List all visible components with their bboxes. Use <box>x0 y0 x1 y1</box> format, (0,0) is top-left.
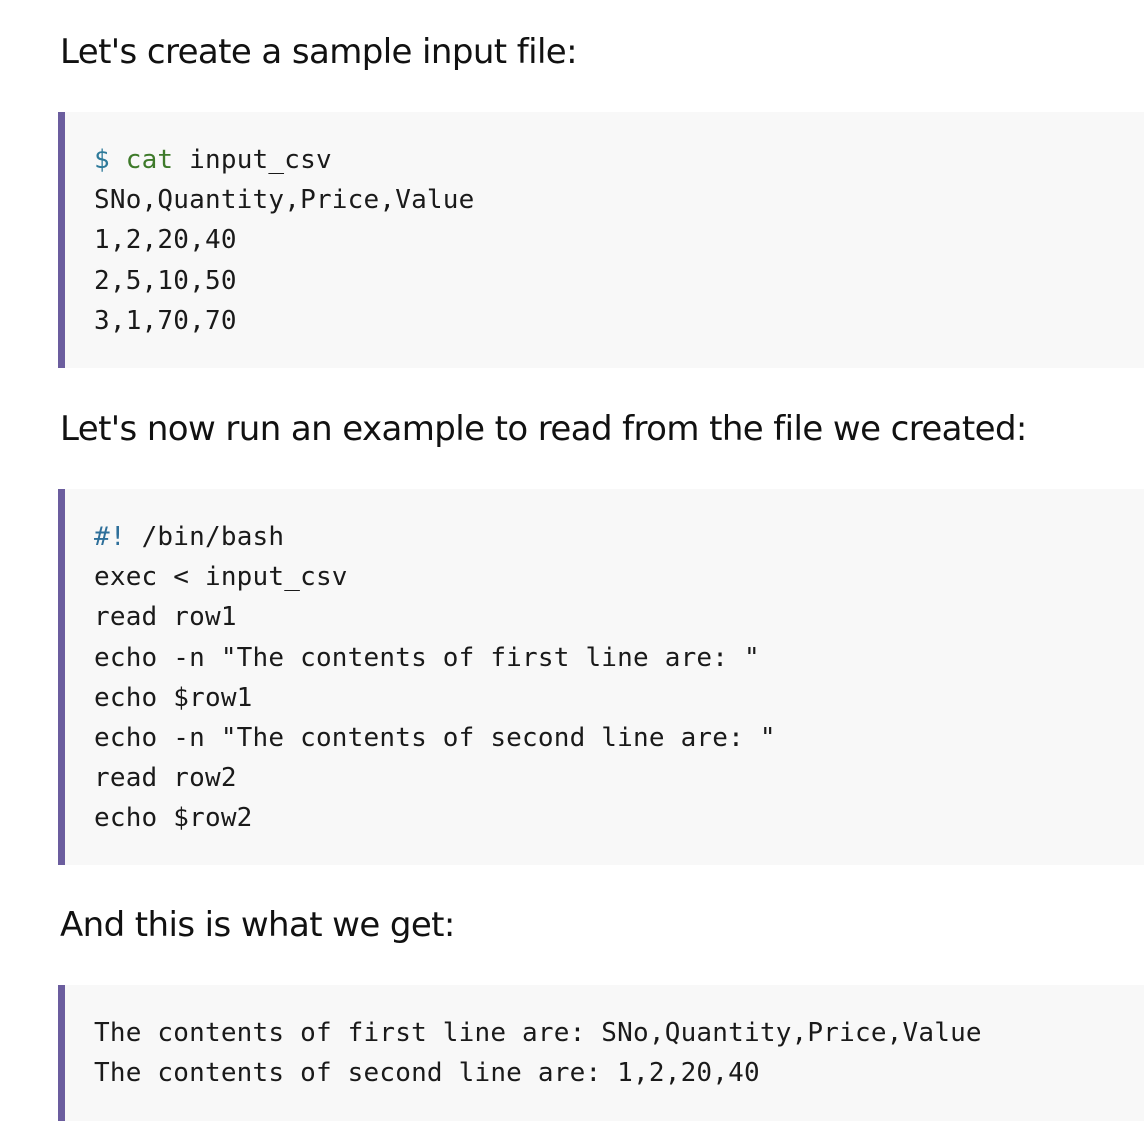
code-line: read row2 <box>94 763 237 794</box>
code-line: echo $row1 <box>94 682 253 713</box>
code-line: 2,5,10,50 <box>94 265 237 296</box>
shebang-marker: #! <box>94 522 126 552</box>
prompt-symbol: $ <box>94 145 110 175</box>
code-line: echo -n "The contents of first line are:… <box>94 642 760 673</box>
intro-paragraph: Let's create a sample input file: <box>60 32 578 72</box>
code-line: 1,2,20,40 <box>94 225 237 256</box>
code-line: 3,1,70,70 <box>94 305 237 336</box>
code-line: $ cat input_csv <box>94 140 1144 180</box>
shebang-path: /bin/bash <box>125 522 285 552</box>
code-line: read row1 <box>94 602 237 633</box>
code-line: The contents of second line are: 1,2,20,… <box>94 1058 760 1089</box>
code-line: exec < input_csv <box>94 562 348 593</box>
code-block-output: The contents of first line are: SNo,Quan… <box>58 985 1144 1121</box>
result-paragraph: And this is what we get: <box>60 905 455 945</box>
run-paragraph: Let's now run an example to read from th… <box>60 409 1027 449</box>
command-name: cat <box>125 145 174 175</box>
code-line: SNo,Quantity,Price,Value <box>94 185 475 216</box>
code-line: #! /bin/bash <box>94 517 1144 557</box>
code-line: echo $row2 <box>94 803 253 834</box>
code-block-input-file: $ cat input_csv SNo,Quantity,Price,Value… <box>58 112 1144 368</box>
code-line: The contents of first line are: SNo,Quan… <box>94 1018 982 1048</box>
code-block-bash-script: #! /bin/bash exec < input_csv read row1 … <box>58 489 1144 865</box>
command-argument: input_csv <box>173 145 332 175</box>
code-line: echo -n "The contents of second line are… <box>94 722 776 753</box>
